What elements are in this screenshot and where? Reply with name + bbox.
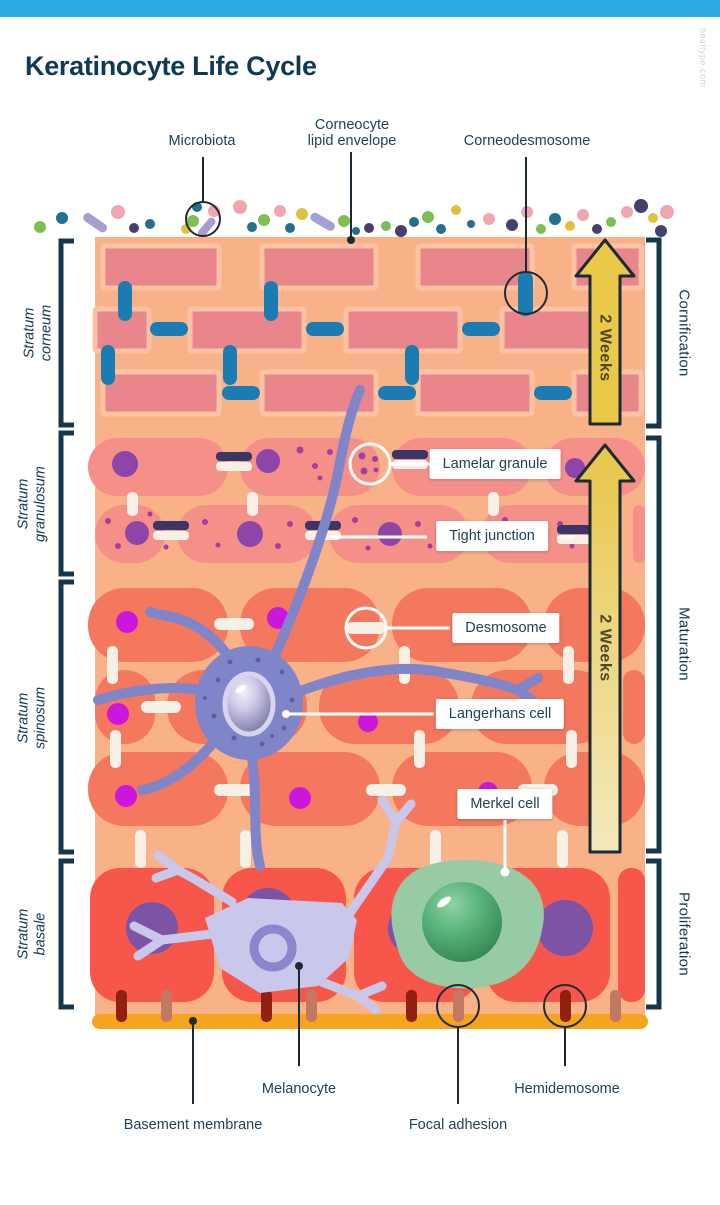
stratum-spinosum-label: Stratum spinosum [15,686,48,750]
microbiota-highlight-ring [185,201,221,237]
basement-membrane-bar [92,1014,648,1029]
melanocyte-shape [129,795,416,1015]
merkel-cell-shape [391,860,544,989]
page-title: Keratinocyte Life Cycle [25,51,317,82]
cornification-label: Cornification [675,289,693,377]
pointer-dots-dark [189,236,355,1025]
stratum-basale-label: Stratum basale [15,908,48,960]
pointer-dots-white [282,710,510,877]
merkel-cell-callout: Merkel cell [457,789,553,819]
tight-junction-connectors [127,450,593,544]
corneocyte-lipid-envelope-label: Corneocyte lipid envelope [307,116,397,149]
pointer-lines-dark [185,152,587,1104]
maturation-duration-text: 2 Weeks [597,614,614,681]
langerhans-cell-shape [93,385,543,871]
cornification-duration-text: 2 Weeks [597,314,614,381]
microbiota-label: Microbiota [168,132,236,149]
watermark: healtype.com [698,28,708,88]
basement-membrane-label: Basement membrane [123,1116,263,1133]
corneodesmosome-highlight-ring [504,271,548,315]
hemidemosome-label: Hemidemosome [514,1080,620,1097]
proliferation-label: Proliferation [675,892,693,976]
tight-junction-callout: Tight junction [436,521,548,551]
hemidesmosome-pegs [116,990,571,1022]
focal-adhesion-highlight-ring [436,984,480,1028]
focal-adhesion-pegs [161,990,621,1022]
stratum-corneum-label: Stratum corneum [21,304,54,362]
phase-brackets-right [646,237,662,1010]
strata-brackets-left [58,238,74,1010]
stratum-granulosum-label: Stratum granulosum [15,466,48,542]
corneodesmosome-connectors [101,272,611,400]
header-bar [0,0,720,17]
melanocyte-label: Melanocyte [261,1080,337,1097]
hemidemosome-highlight-ring [543,984,587,1028]
maturation-label: Maturation [675,607,693,681]
langerhans-cell-callout: Langerhans cell [435,699,565,729]
cornification-arrow: 2 Weeks [574,238,636,426]
focal-adhesion-label: Focal adhesion [408,1116,508,1133]
pointer-lines-white [286,442,575,870]
corneodesmosome-label: Corneodesmosome [463,132,591,149]
microbiota-dots [34,199,674,238]
desmosome-callout: Desmosome [452,613,560,643]
maturation-arrow: 2 Weeks [574,443,636,854]
lamelar-granule-callout: Lamelar granule [429,449,561,479]
